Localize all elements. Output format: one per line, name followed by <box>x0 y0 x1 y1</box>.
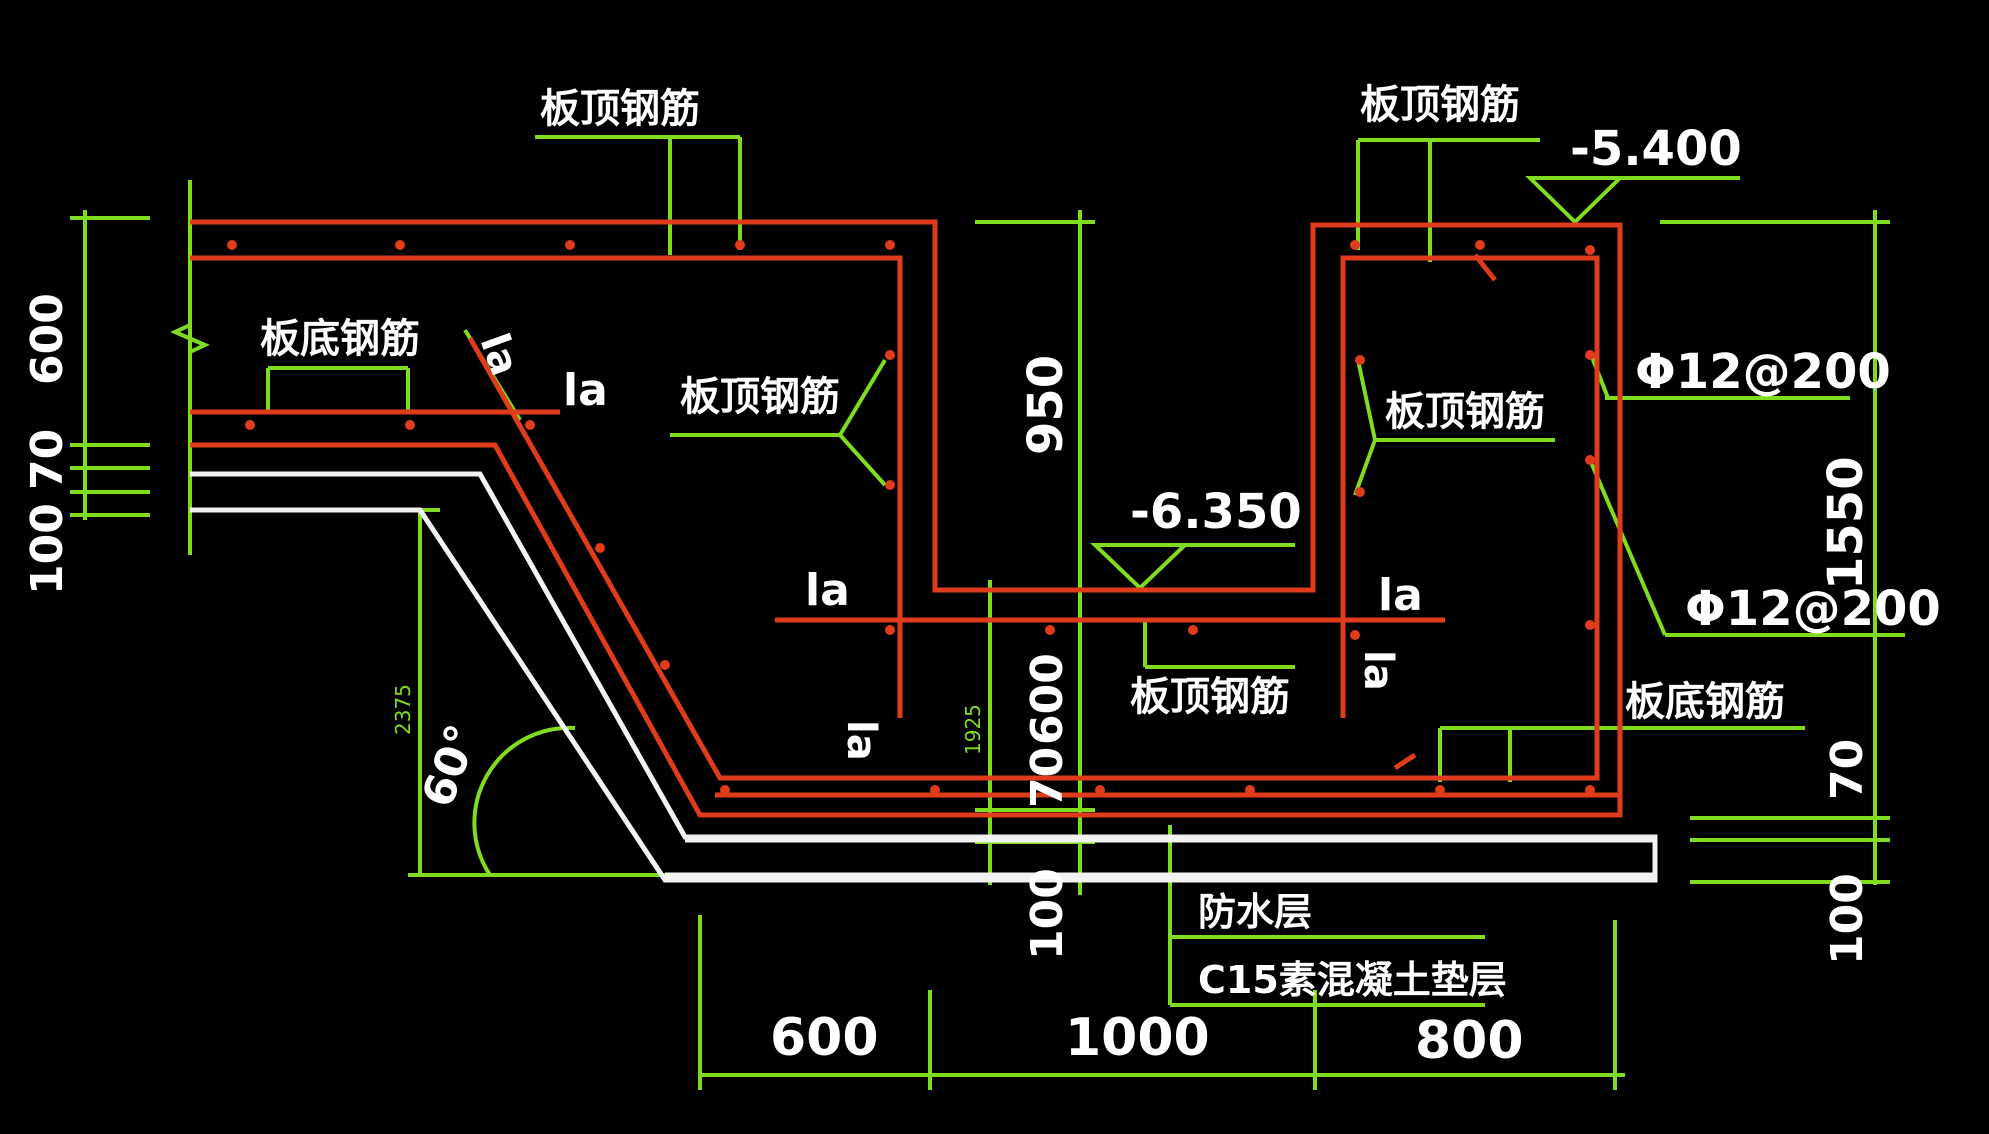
dim-left-70: 70 <box>22 429 73 490</box>
waterproof-and-cushion-layers <box>190 471 1658 883</box>
dim-right-100: 100 <box>1822 873 1873 965</box>
dim-right-1550: 1550 <box>1818 456 1874 590</box>
elevation-top: -5.400 <box>1570 121 1742 177</box>
label-slab-bottom-rebar-1: 板底钢筋 <box>260 316 420 362</box>
label-slab-top-rebar-2: 板顶钢筋 <box>1360 82 1520 128</box>
rebar-lines <box>190 219 1623 818</box>
label-slab-top-rebar-4: 板顶钢筋 <box>1385 389 1545 435</box>
label-la-3: la <box>1378 570 1423 621</box>
dim-pit-950: 950 <box>1018 355 1074 455</box>
dim-left-100: 100 <box>22 503 73 595</box>
dim-center-70: 70 <box>1022 747 1073 808</box>
label-slab-bottom-rebar-2: 板底钢筋 <box>1625 679 1785 725</box>
label-waterproof-layer: 防水层 <box>1198 890 1312 934</box>
label-slab-top-rebar-3: 板顶钢筋 <box>680 374 840 420</box>
dim-center-100: 100 <box>1022 868 1073 960</box>
dim-slope-height: 2375 <box>391 684 415 735</box>
dim-bottom-800: 800 <box>1415 1011 1524 1071</box>
elevation-pit: -6.350 <box>1130 484 1302 540</box>
dim-left-600: 600 <box>22 293 73 385</box>
label-la-5: la <box>1355 650 1401 691</box>
dim-right-70: 70 <box>1822 739 1873 800</box>
dim-center-600: 600 <box>1022 653 1073 745</box>
label-cushion-layer: C15素混凝土垫层 <box>1198 958 1507 1002</box>
rebar-spec-1: Φ12@200 <box>1635 344 1891 400</box>
label-slab-top-rebar-1: 板顶钢筋 <box>540 86 700 132</box>
label-slab-top-rebar-5: 板顶钢筋 <box>1130 674 1290 720</box>
label-la-1: la <box>563 365 608 416</box>
label-la-2: la <box>805 565 850 616</box>
label-la-4: la <box>838 720 884 761</box>
dim-center-1925: 1925 <box>961 704 985 755</box>
rebar-spec-2: Φ12@200 <box>1685 581 1941 637</box>
dimension-lines <box>70 135 1905 1090</box>
dim-bottom-1000: 1000 <box>1065 1008 1210 1068</box>
dim-bottom-600: 600 <box>770 1008 879 1068</box>
